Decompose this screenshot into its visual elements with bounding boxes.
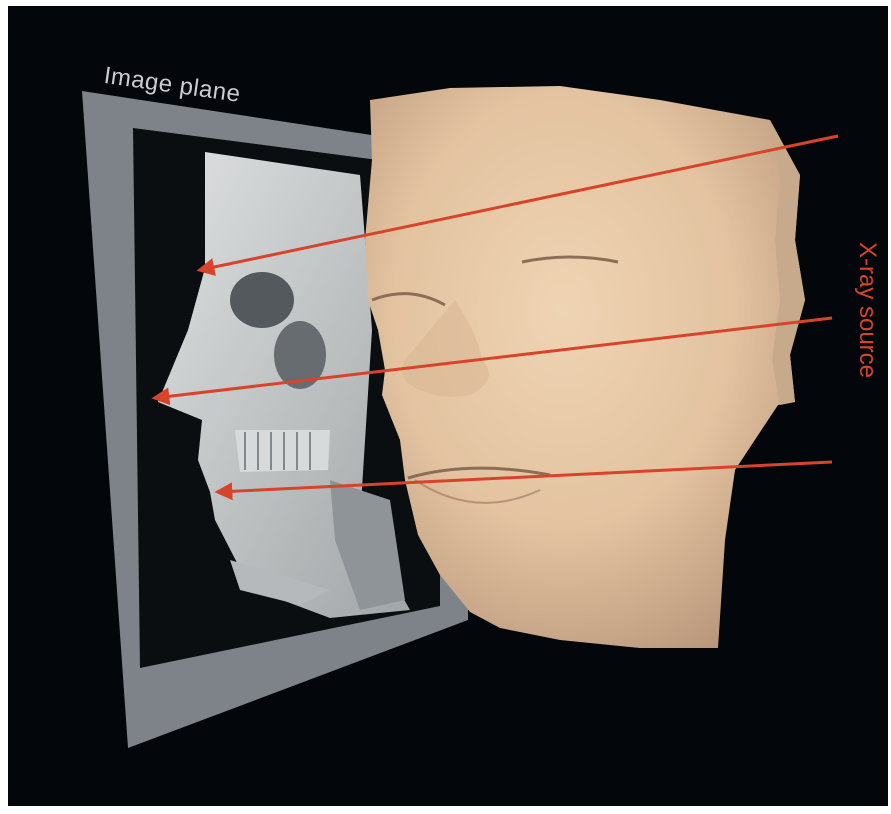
xray-source-label: X-ray source [851,230,881,390]
